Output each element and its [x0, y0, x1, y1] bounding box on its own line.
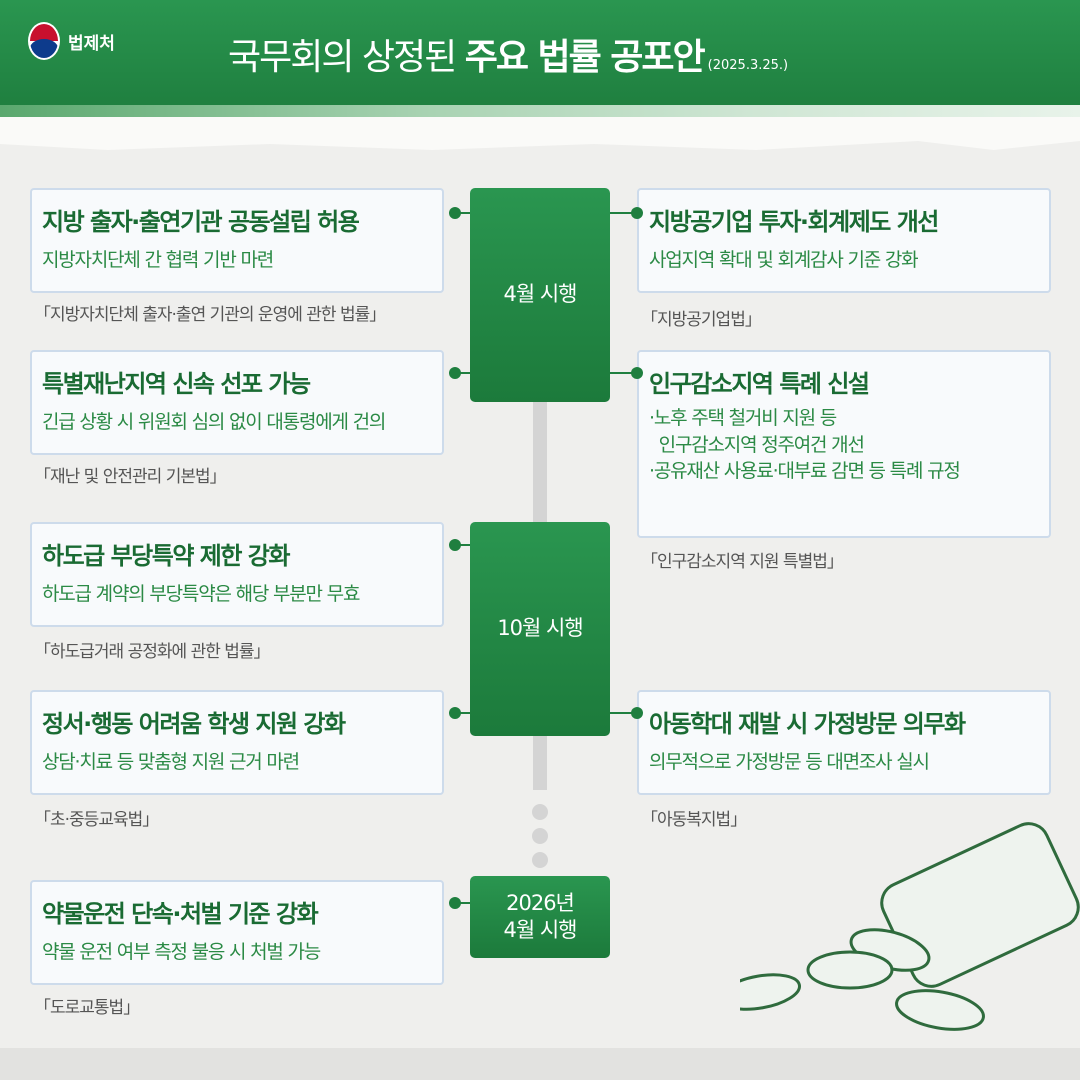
law-name: 「하도급거래 공정화에 관한 법률」 — [34, 642, 271, 662]
law-name: 「인구감소지역 지원 특별법」 — [641, 552, 844, 572]
title-bold: 주요 법률 공포안 — [464, 37, 706, 78]
card-subtitle: 의무적으로 가정방문 등 대면조사 실시 — [649, 751, 930, 773]
title-light: 국무회의 상정된 — [228, 37, 457, 78]
law-name: 「도로교통법」 — [34, 998, 140, 1018]
card-subtitle: 긴급 상황 시 위원회 심의 없이 대통령에게 건의 — [42, 411, 386, 433]
card-title: 약물운전 단속·처벌 기준 강화 — [42, 900, 319, 928]
connector-dot — [631, 707, 643, 719]
card-subtitle: 하도급 계약의 부당특약은 해당 부분만 무효 — [42, 583, 360, 605]
connector-dot — [449, 897, 461, 909]
connector — [610, 712, 635, 714]
law-name: 「초·중등교육법」 — [34, 810, 159, 830]
law-name: 「지방공기업법」 — [641, 310, 762, 330]
law-card: 인구감소지역 특례 신설 ·노후 주택 철거비 지원 등 인구감소지역 정주여건 … — [637, 350, 1051, 538]
card-title: 특별재난지역 신속 선포 가능 — [42, 370, 311, 398]
card-subtitle: 사업지역 확대 및 회계감사 기준 강화 — [649, 249, 919, 271]
connector-dot — [631, 207, 643, 219]
connector-dot — [449, 207, 461, 219]
torn-paper-decoration — [0, 117, 1080, 150]
connector — [455, 372, 470, 374]
page-title: 국무회의 상정된 주요 법률 공포안(2025.3.25.) — [228, 28, 788, 80]
phase-2026-april: 2026년 4월 시행 — [470, 876, 610, 958]
connector — [610, 372, 635, 374]
connector-dot — [449, 707, 461, 719]
law-name: 「지방자치단체 출자·출연 기관의 운영에 관한 법률」 — [34, 305, 386, 325]
law-name: 「아동복지법」 — [641, 810, 747, 830]
phase-october: 10월 시행 — [470, 522, 610, 736]
connector — [455, 544, 470, 546]
org-logo: 법제처 — [28, 22, 115, 60]
phase-april: 4월 시행 — [470, 188, 610, 402]
card-title: 하도급 부당특약 제한 강화 — [42, 542, 290, 570]
card-subtitle: ·노후 주택 철거비 지원 등 인구감소지역 정주여건 개선 ·공유재산 사용료… — [649, 407, 961, 483]
connector — [455, 902, 470, 904]
card-title: 아동학대 재발 시 가정방문 의무화 — [649, 710, 966, 738]
connector-dot — [631, 367, 643, 379]
connector-dot — [449, 367, 461, 379]
footer-band — [0, 1048, 1080, 1080]
card-subtitle: 상담·치료 등 맞춤형 지원 근거 마련 — [42, 751, 300, 773]
timeline-dot — [532, 852, 548, 868]
card-title: 지방공기업 투자·회계제도 개선 — [649, 208, 939, 236]
timeline-dot — [532, 828, 548, 844]
pill-bottle-illustration — [740, 822, 1080, 1031]
connector — [455, 712, 470, 714]
card-title: 지방 출자·출연기관 공동설립 허용 — [42, 208, 360, 236]
law-name: 「재난 및 안전관리 기본법」 — [34, 467, 227, 487]
connector — [455, 212, 470, 214]
taegeuk-emblem-icon — [28, 22, 60, 60]
connector — [610, 212, 635, 214]
card-title: 정서·행동 어려움 학생 지원 강화 — [42, 710, 346, 738]
header-stripe — [0, 105, 1080, 117]
card-subtitle: 지방자치단체 간 협력 기반 마련 — [42, 249, 274, 271]
timeline-dot — [532, 804, 548, 820]
title-date: (2025.3.25.) — [707, 58, 789, 73]
org-name: 법제처 — [68, 33, 115, 54]
connector-dot — [449, 539, 461, 551]
header-banner: 법제처 국무회의 상정된 주요 법률 공포안(2025.3.25.) — [0, 0, 1080, 108]
card-subtitle: 약물 운전 여부 측정 불응 시 처벌 가능 — [42, 941, 321, 963]
card-title: 인구감소지역 특례 신설 — [649, 370, 870, 398]
